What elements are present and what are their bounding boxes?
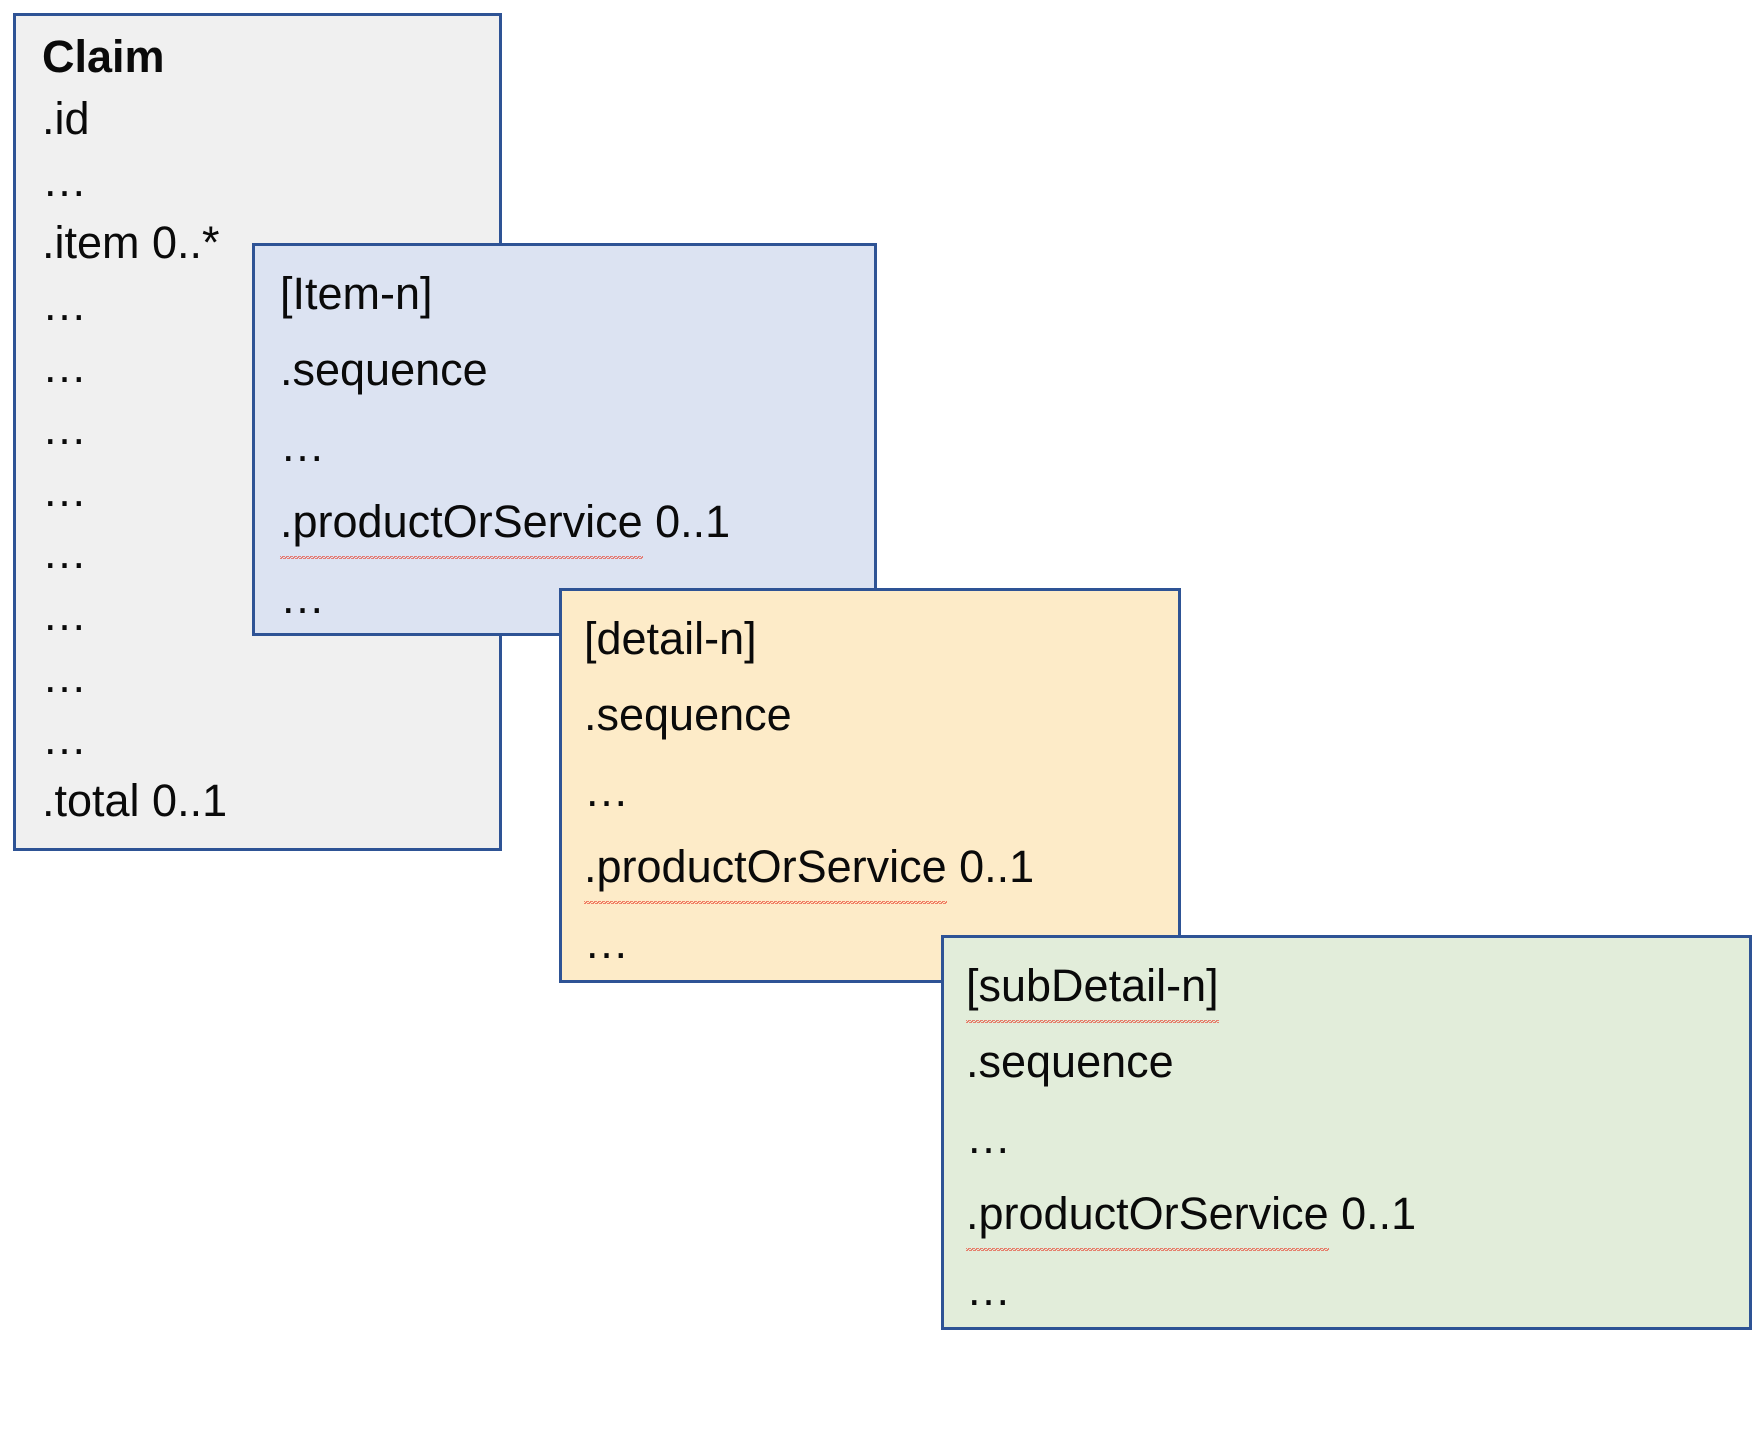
subdetail-box[interactable]: [subDetail-n] .sequence … .productOrService… [941, 935, 1752, 1330]
subdetail-spellcheck-term-3: .productOrService [966, 1176, 1329, 1252]
claim-line-12: .total 0..1 [42, 775, 228, 826]
item-box-lines: [Item-n] .sequence … .productOrService 0..1… [280, 256, 874, 633]
subdetail-line-1: .sequence [966, 1036, 1174, 1087]
subdetail-cardinality-3: 0..1 [1328, 1188, 1417, 1239]
detail-box[interactable]: [detail-n] .sequence … .productOrService 0.… [559, 588, 1181, 983]
item-cardinality-3: 0..1 [642, 496, 731, 547]
item-line-0: [Item-n] [280, 268, 433, 319]
claim-line-1: .id [42, 93, 90, 144]
detail-line-3: .productOrService 0..1 [584, 829, 1178, 905]
item-box[interactable]: [Item-n] .sequence … .productOrService 0..1… [252, 243, 877, 636]
subdetail-line-2: … [966, 1112, 1011, 1163]
detail-line-4: … [584, 917, 629, 968]
claim-line-0: Claim [42, 31, 165, 82]
claim-line-4: … [42, 279, 87, 330]
detail-line-2: … [584, 765, 629, 816]
claim-box-lines: Claim .id … .item 0..* … … … … … … … … .total 0..1 [42, 26, 499, 832]
subdetail-line-4: … [966, 1264, 1011, 1315]
subdetail-spellcheck-term-0: [subDetail-n] [966, 948, 1219, 1024]
detail-spellcheck-term-3: .productOrService [584, 829, 947, 905]
claim-line-7: … [42, 465, 87, 516]
item-spellcheck-term-3: .productOrService [280, 484, 643, 560]
claim-line-3: .item 0..* [42, 217, 220, 268]
subdetail-line-3: .productOrService 0..1 [966, 1176, 1749, 1252]
item-line-1: .sequence [280, 344, 488, 395]
claim-line-5: … [42, 341, 87, 392]
claim-line-9: … [42, 589, 87, 640]
item-line-4: … [280, 572, 325, 623]
detail-box-lines: [detail-n] .sequence … .productOrService 0.… [584, 601, 1178, 983]
claim-line-2: … [42, 155, 87, 206]
detail-spellcheck-term-5: .subDetail [584, 981, 784, 983]
detail-cardinality-3: 0..1 [946, 841, 1035, 892]
subdetail-box-lines: [subDetail-n] .sequence … .productOrService… [966, 948, 1749, 1327]
subdetail-line-0: [subDetail-n] [966, 948, 1749, 1024]
detail-line-1: .sequence [584, 689, 792, 740]
claim-line-11: … [42, 713, 87, 764]
claim-line-6: … [42, 403, 87, 454]
item-line-3: .productOrService 0..1 [280, 484, 874, 560]
claim-line-10: … [42, 651, 87, 702]
item-line-2: … [280, 420, 325, 471]
claim-line-8: … [42, 527, 87, 578]
detail-line-0: [detail-n] [584, 613, 757, 664]
